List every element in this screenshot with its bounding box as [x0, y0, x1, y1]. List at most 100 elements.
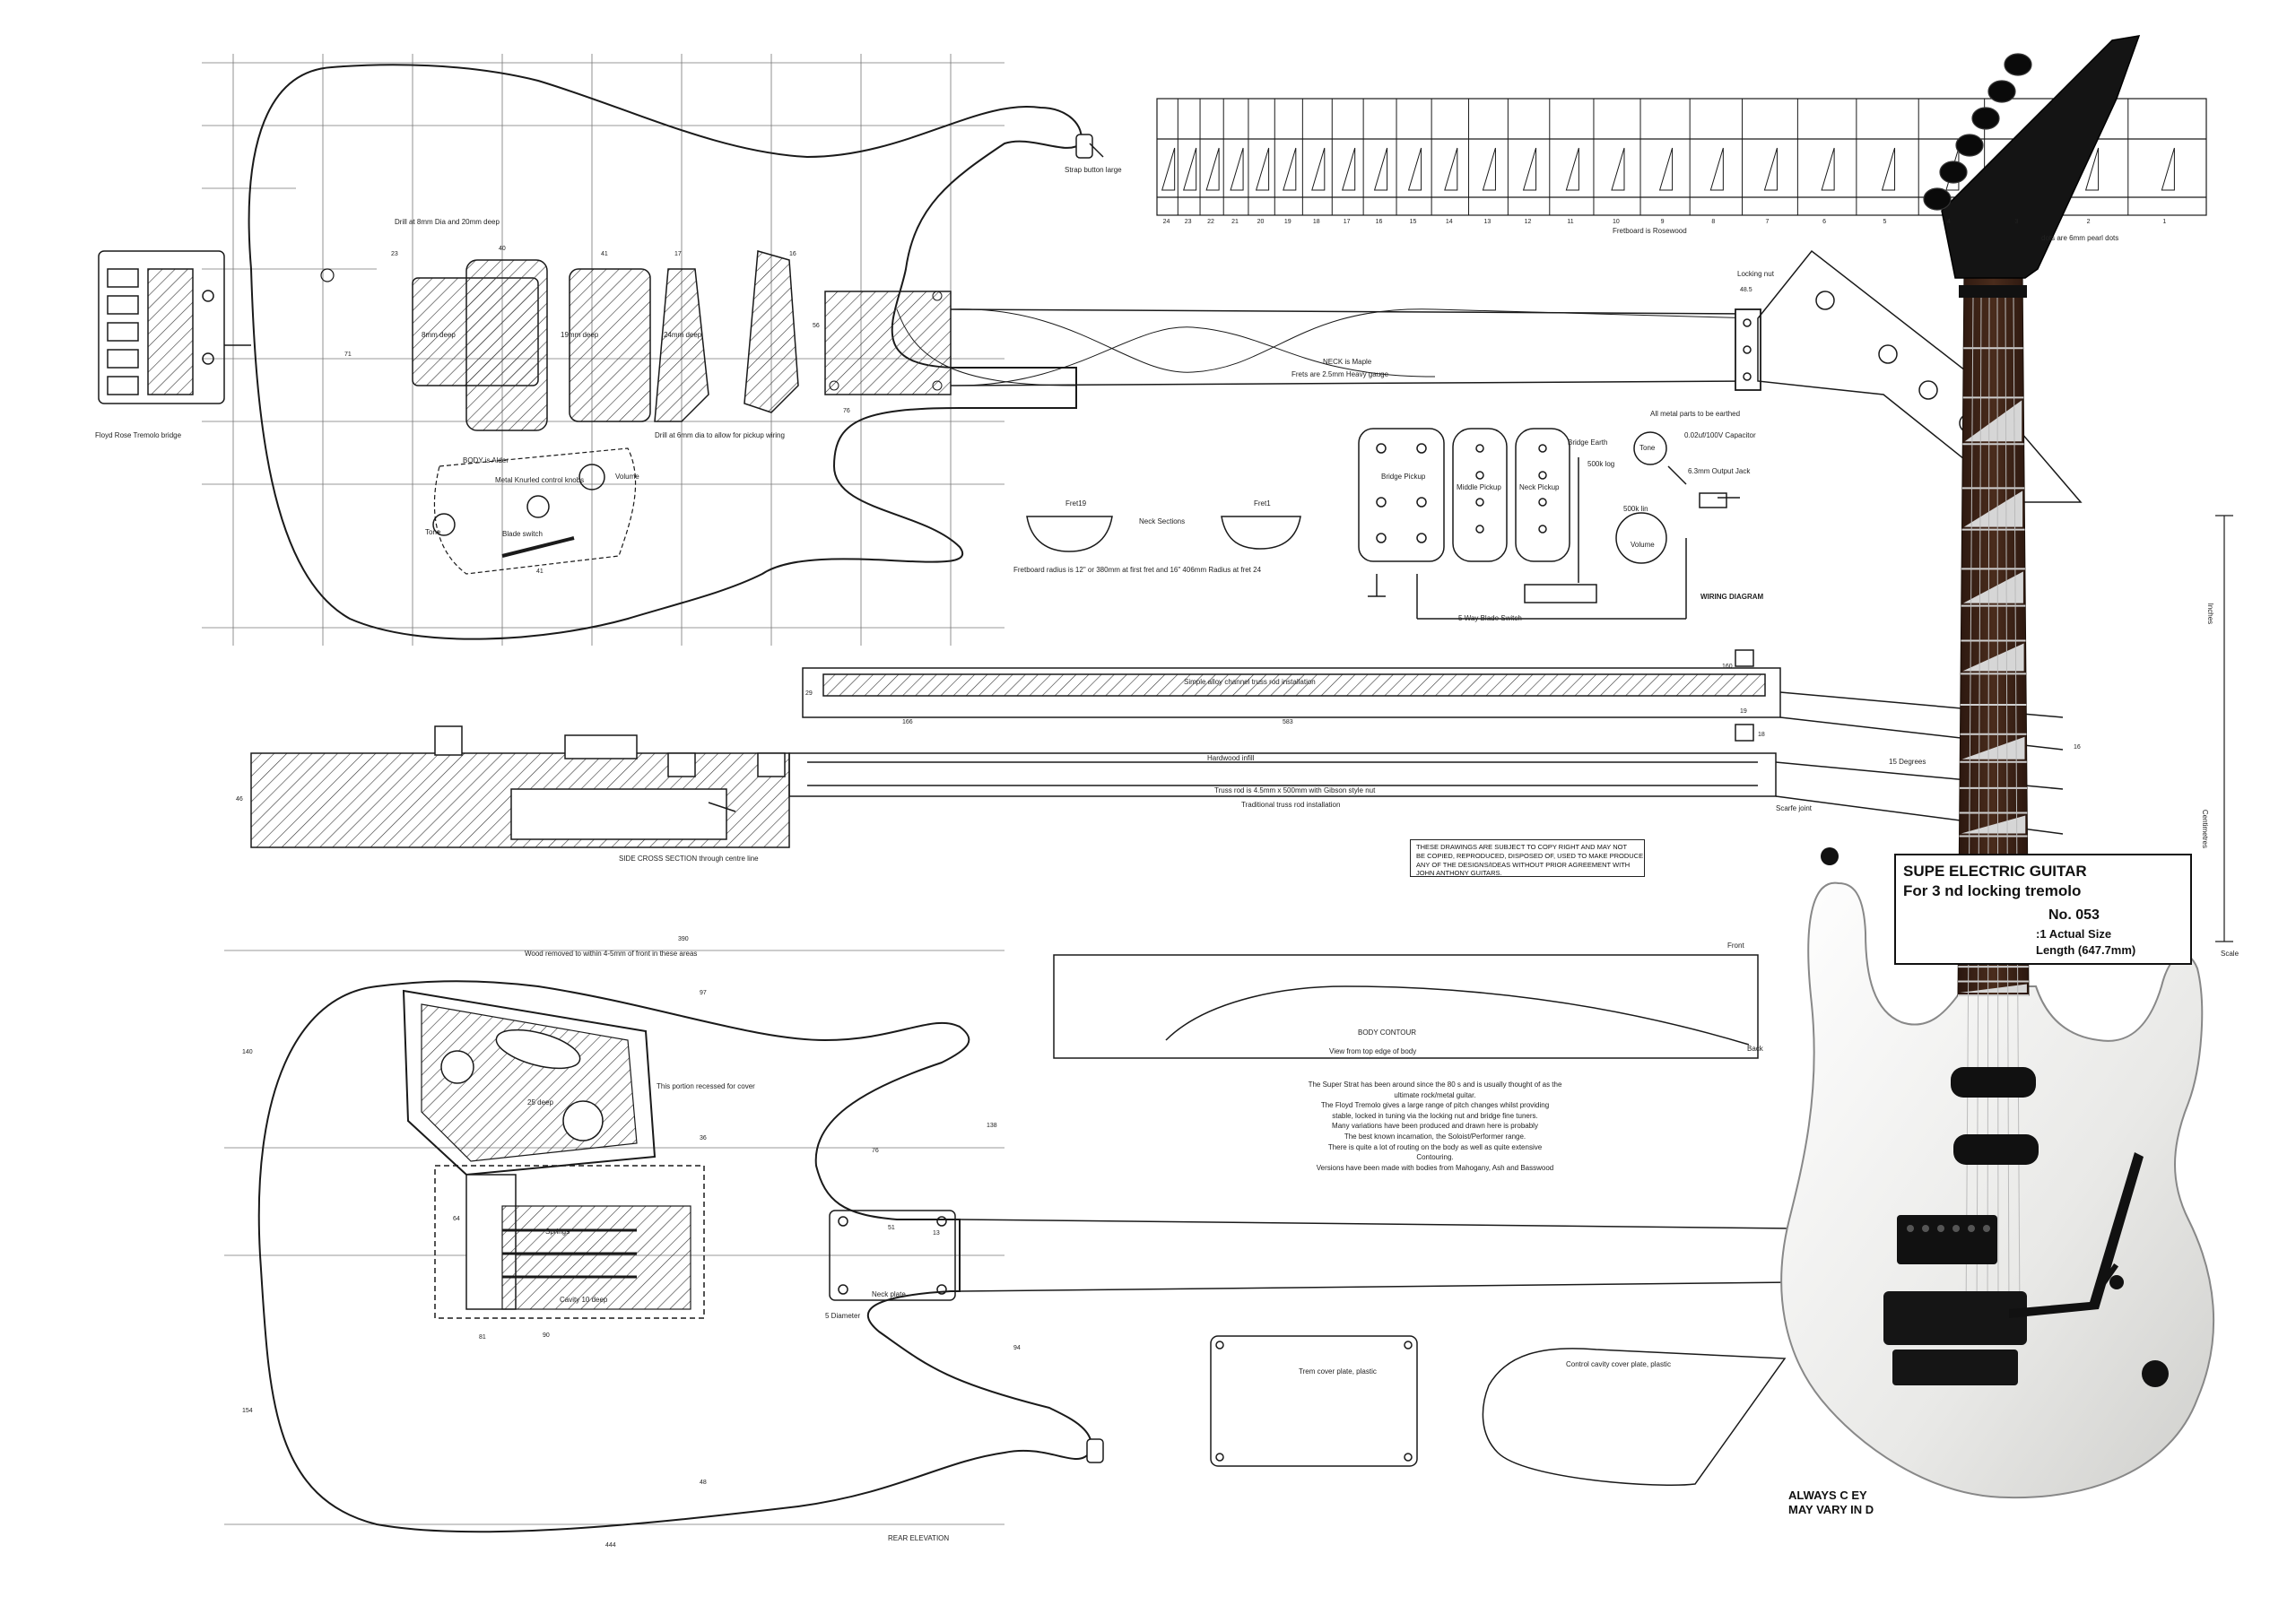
label-scarf-joint: Scarfe joint	[1776, 804, 1813, 812]
label-output-jack: 6.3mm Output Jack	[1688, 467, 1751, 475]
title-block: SUPE ELECTRIC GUITAR For 3 nd locking tr…	[1894, 854, 2192, 965]
label-trem-cover: Trem cover plate, plastic	[1299, 1367, 1377, 1376]
fret-inlay-shark	[1230, 147, 1244, 191]
dim-154: 154	[242, 1408, 253, 1414]
dim-18: 18	[1758, 732, 1765, 738]
dim-19: 19	[1740, 708, 1747, 715]
label-inches: Inches	[2206, 603, 2215, 625]
label-back: Back	[1747, 1045, 1763, 1053]
dim-13: 13	[933, 1230, 940, 1237]
fret-inlay-shark	[1205, 147, 1220, 191]
dim-16b: 16	[2074, 744, 2081, 751]
description-line: The Super Strat has been around since th…	[1308, 1081, 1562, 1089]
description-line: The best known incarnation, the Soloist/…	[1344, 1132, 1526, 1141]
label-middle-pickup: Middle Pickup	[1457, 483, 1501, 491]
description-line: stable, locked in tuning via the locking…	[1332, 1111, 1538, 1120]
dim-41: 41	[601, 251, 608, 257]
label-volume: Volume	[615, 473, 639, 481]
description-line: The Floyd Tremolo gives a large range of…	[1320, 1101, 1550, 1110]
rear-neck-plate	[829, 1210, 956, 1301]
label-fret1: Fret1	[1254, 499, 1271, 508]
label-strap-button: Strap button large	[1065, 166, 1122, 174]
description-line: Versions have been made with bodies from…	[1316, 1163, 1554, 1172]
fret-number: 2	[2086, 219, 2091, 225]
label-drill-6mm: Drill at 6mm dia to allow for pickup wir…	[655, 431, 785, 439]
strap-button-top	[1075, 134, 1104, 159]
label-pot-log: 500k log	[1587, 460, 1615, 468]
notice-line: THESE DRAWINGS ARE SUBJECT TO COPY RIGHT…	[1416, 843, 1628, 851]
fret-number: 11	[1567, 219, 1574, 225]
dim-71: 71	[344, 352, 352, 358]
guitar-photo-bridge	[1883, 1291, 2027, 1385]
fretboard-fret-lines	[1161, 99, 2207, 215]
label-hardwood-infill: Hardwood infill	[1207, 754, 1255, 762]
fret-inlay-shark	[1161, 147, 1176, 191]
dim-64: 64	[453, 1216, 460, 1222]
photo-inlay-shark-fin	[1961, 815, 2026, 834]
cover-plates	[1210, 1335, 1787, 1486]
guitar-photo-controls	[2098, 1263, 2169, 1387]
rear-trem-cavity	[434, 1165, 705, 1319]
description-line: ultimate rock/metal guitar.	[1394, 1090, 1476, 1099]
guitar-photo-tremolo-arm	[2009, 1152, 2144, 1318]
dim-36: 36	[700, 1135, 707, 1141]
fret-inlay-shark	[1342, 147, 1356, 191]
copyright-notice: THESE DRAWINGS ARE SUBJECT TO COPY RIGHT…	[1410, 839, 1645, 877]
title-scale: :1 Actual Size	[2036, 927, 2112, 941]
guitar-photo	[1780, 35, 2215, 1499]
dim-29: 29	[805, 690, 813, 697]
rear-control-cavity	[402, 989, 657, 1176]
description-line: Contouring.	[1416, 1153, 1454, 1162]
fret-number: 4	[1946, 219, 1951, 225]
title-drawing-number: No. 053	[2048, 907, 2100, 923]
label-front: Front	[1727, 942, 1744, 950]
fret-inlay-shark	[1565, 147, 1579, 191]
label-neck-maple: NECK is Maple	[1323, 358, 1372, 366]
label-tone-pot: Tone	[1639, 444, 1656, 452]
label-pot-lin: 500k lin	[1623, 505, 1648, 513]
title-line-2: For 3 nd locking tremolo	[1903, 882, 2082, 899]
label-5-way-switch: 5 Way Blade Switch	[1458, 614, 1522, 622]
footer-note: ALWAYS C EY MAY VARY IN D	[1788, 1488, 1874, 1516]
photo-inlay-shark-fin	[1962, 643, 2024, 672]
side-section-neck	[802, 649, 2064, 751]
label-fretboard-rosewood: Fretboard is Rosewood	[1613, 227, 1687, 235]
label-springs: Springs	[545, 1228, 570, 1236]
fret-inlay-shark	[1611, 147, 1625, 191]
label-25-deep: 25 deep	[527, 1098, 553, 1107]
label-truss-install: Simple alloy channel truss rod installat…	[1184, 678, 1316, 686]
title-scale-length: Length (647.7mm)	[2036, 943, 2136, 957]
label-capacitor: 0.02uf/100V Capacitor	[1684, 431, 1756, 439]
label-cavity-deep: Cavity 10 deep	[560, 1296, 608, 1304]
rear-body-outline	[257, 980, 1092, 1533]
fret-number: 12	[1524, 219, 1532, 225]
guitar-photo-pickup-poles	[1907, 1225, 1990, 1232]
strap-button-bottom	[1086, 1438, 1104, 1463]
label-diameter: 5 Diameter	[825, 1312, 861, 1320]
fret-inlay-shark	[1183, 147, 1197, 191]
dim-94: 94	[1013, 1345, 1021, 1351]
dim-583: 583	[1283, 719, 1293, 725]
label-body-alder: BODY is Alder	[463, 456, 509, 464]
photo-inlay-shark-fin	[1960, 984, 2027, 993]
fret-number: 19	[1283, 219, 1292, 225]
title-line-1: SUPE ELECTRIC GUITAR	[1903, 863, 2087, 880]
description-line: There is quite a lot of routing on the b…	[1327, 1142, 1543, 1151]
wiring-diagram	[1358, 428, 1740, 620]
label-drill-deep: Drill at 8mm Dia and 20mm deep	[395, 218, 500, 226]
label-19mm-deep: 19mm deep	[561, 331, 599, 339]
dim-76: 76	[843, 408, 850, 414]
footer-line-1: ALWAYS C EY	[1788, 1488, 1867, 1502]
label-rear-elevation: REAR ELEVATION	[888, 1534, 950, 1542]
fret-inlay-shark	[2084, 147, 2100, 191]
label-trem-bridge: Floyd Rose Tremolo bridge	[95, 431, 182, 439]
label-fret19: Fret19	[1065, 499, 1087, 508]
fret-number: 22	[1207, 219, 1214, 225]
fret-number: 1	[2162, 219, 2167, 225]
fret-inlay-shark	[1881, 147, 1896, 191]
front-neck	[950, 308, 1761, 391]
dim-390: 390	[678, 936, 689, 942]
label-wood-removed: Wood removed to within 4-5mm of front in…	[525, 950, 698, 958]
neck-sections	[1026, 516, 1301, 552]
label-degrees: 15 Degrees	[1889, 758, 1926, 766]
